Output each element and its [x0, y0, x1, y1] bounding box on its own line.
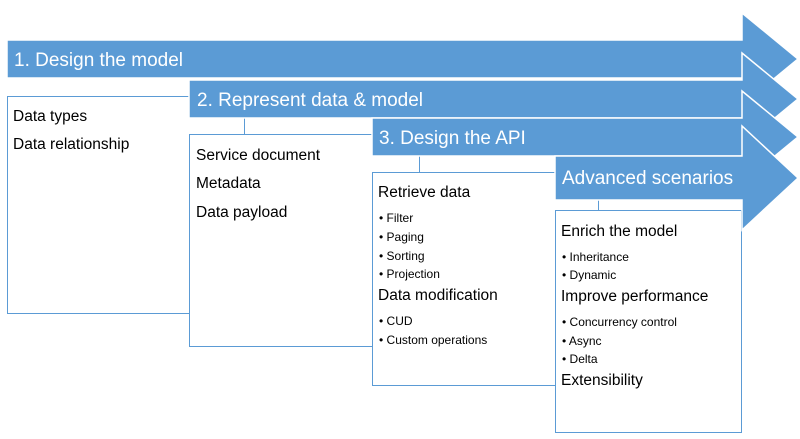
stage-1-item: Data relationship: [13, 136, 129, 153]
stage-4-heading: Extensibility: [561, 372, 643, 389]
stage-2-item: Data payload: [196, 204, 287, 221]
stage-4-heading: Improve performance: [561, 288, 708, 305]
stage-3-bullet: • Sorting: [379, 249, 425, 263]
stage-1-item: Data types: [13, 108, 87, 125]
stage-4-heading: Enrich the model: [561, 223, 677, 240]
stage-4-bullet: • Delta: [562, 352, 598, 366]
stage-3-bullet: • Projection: [379, 267, 440, 281]
stage-3-title: 3. Design the API: [379, 128, 526, 149]
stage-3-heading: Retrieve data: [378, 184, 471, 201]
stage-4-bullet: • Inheritance: [562, 250, 629, 264]
stage-3-bullet: • Custom operations: [379, 333, 487, 347]
stage-4-box: [555, 210, 742, 433]
stage-4-bullet: • Dynamic: [562, 268, 616, 282]
stage-2-item: Metadata: [196, 175, 261, 192]
stage-4-bullet: • Concurrency control: [562, 315, 677, 329]
stage-3-bullet: • CUD: [379, 314, 413, 328]
stage-3-bullet: • Filter: [379, 211, 413, 225]
stage-1-title: 1. Design the model: [14, 50, 183, 71]
stage-3-bullet: • Paging: [379, 230, 424, 244]
stage-4-bullet: • Async: [562, 334, 602, 348]
stage-3-heading: Data modification: [378, 287, 498, 304]
stage-2-title: 2. Represent data & model: [197, 90, 423, 111]
stage-4-arrow: [554, 124, 800, 232]
stage-2-item: Service document: [196, 147, 321, 164]
stage-4-title: Advanced scenarios: [562, 168, 733, 189]
